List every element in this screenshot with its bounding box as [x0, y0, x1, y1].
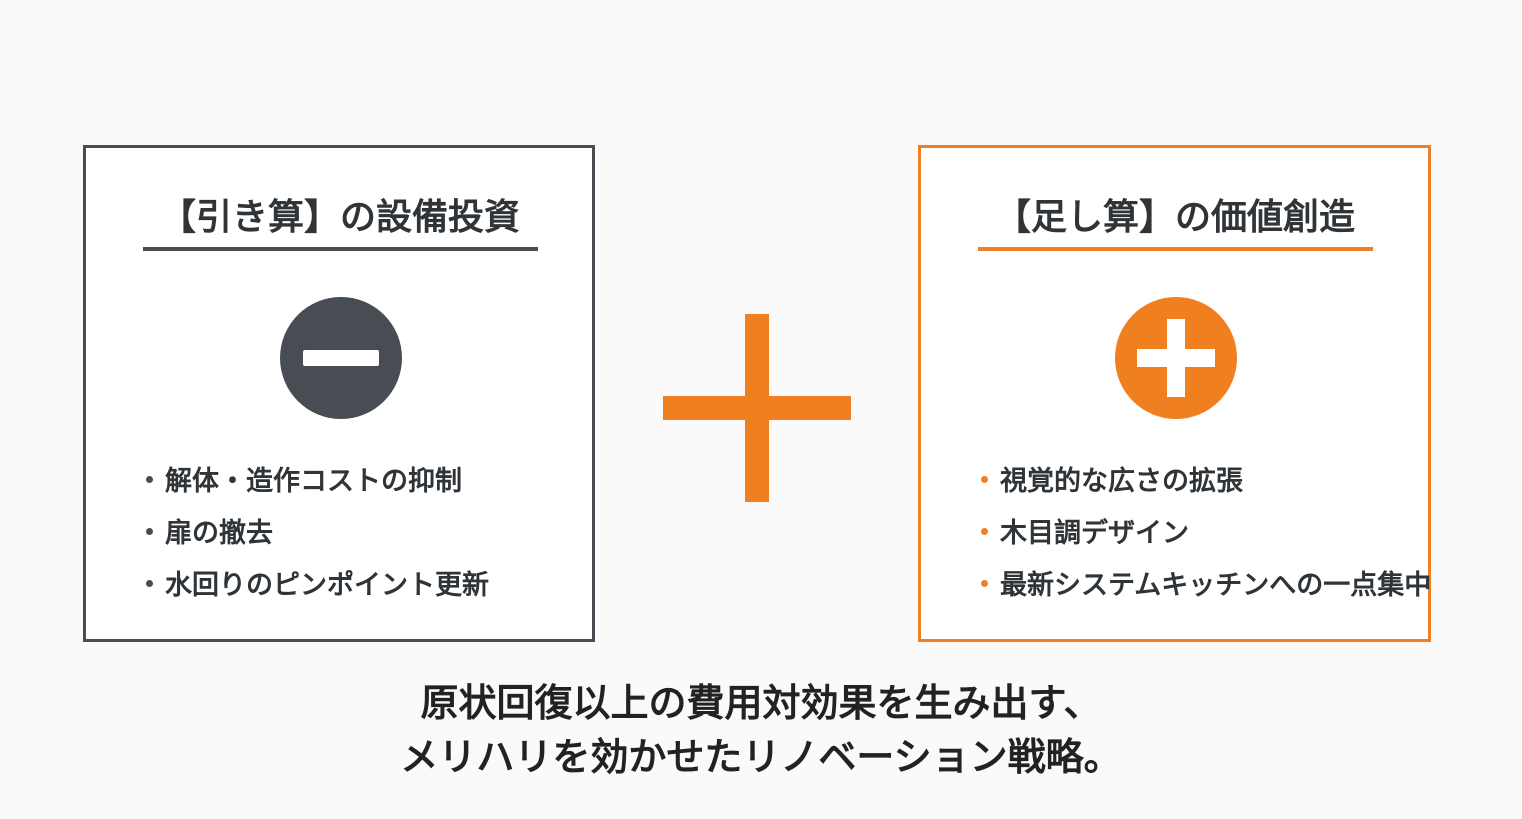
- bullet-dot-icon: [981, 476, 988, 483]
- bullet-item: 視覚的な広さの拡張: [981, 462, 1431, 514]
- bullet-dot-icon: [146, 528, 153, 535]
- bullet-item: 最新システムキッチンへの一点集中: [981, 566, 1431, 618]
- addition-bullet-list: 視覚的な広さの拡張 木目調デザイン 最新システムキッチンへの一点集中: [981, 462, 1431, 618]
- bullet-text: 視覚的な広さの拡張: [1000, 466, 1243, 497]
- bullet-text: 最新システムキッチンへの一点集中: [1000, 570, 1432, 601]
- plus-icon: [663, 314, 851, 502]
- subtraction-bullet-list: 解体・造作コストの抑制 扉の撤去 水回りのピンポイント更新: [146, 462, 489, 618]
- plus-circle-icon: [1115, 297, 1237, 419]
- bullet-item: 解体・造作コストの抑制: [146, 462, 489, 514]
- bullet-dot-icon: [981, 580, 988, 587]
- bullet-item: 扉の撤去: [146, 514, 489, 566]
- bullet-dot-icon: [981, 528, 988, 535]
- addition-title-underline: [978, 247, 1373, 251]
- conclusion-text: 原状回復以上の費用対効果を生み出す、 メリハリを効かせたリノベーション戦略。: [0, 676, 1522, 784]
- plus-vertical-bar: [1167, 319, 1185, 397]
- minus-bar: [303, 350, 379, 366]
- bullet-text: 木目調デザイン: [1000, 518, 1189, 549]
- subtraction-title-underline: [143, 247, 538, 251]
- minus-circle-icon: [280, 297, 402, 419]
- bullet-item: 木目調デザイン: [981, 514, 1431, 566]
- bullet-dot-icon: [146, 580, 153, 587]
- addition-title: 【足し算】の価値創造: [994, 197, 1355, 238]
- bullet-dot-icon: [146, 476, 153, 483]
- plus-vertical-bar: [745, 314, 769, 502]
- bullet-text: 水回りのピンポイント更新: [165, 570, 489, 601]
- conclusion-line-1: 原状回復以上の費用対効果を生み出す、: [420, 681, 1102, 725]
- subtraction-panel: 【引き算】の設備投資 解体・造作コストの抑制 扉の撤去 水回りのピンポイント更新: [83, 145, 595, 642]
- subtraction-title: 【引き算】の設備投資: [159, 197, 520, 238]
- addition-panel: 【足し算】の価値創造 視覚的な広さの拡張 木目調デザイン 最新システムキッチンへ…: [918, 145, 1431, 642]
- conclusion-line-2: メリハリを効かせたリノベーション戦略。: [400, 735, 1122, 779]
- bullet-item: 水回りのピンポイント更新: [146, 566, 489, 618]
- bullet-text: 解体・造作コストの抑制: [165, 466, 462, 497]
- bullet-text: 扉の撤去: [165, 518, 273, 549]
